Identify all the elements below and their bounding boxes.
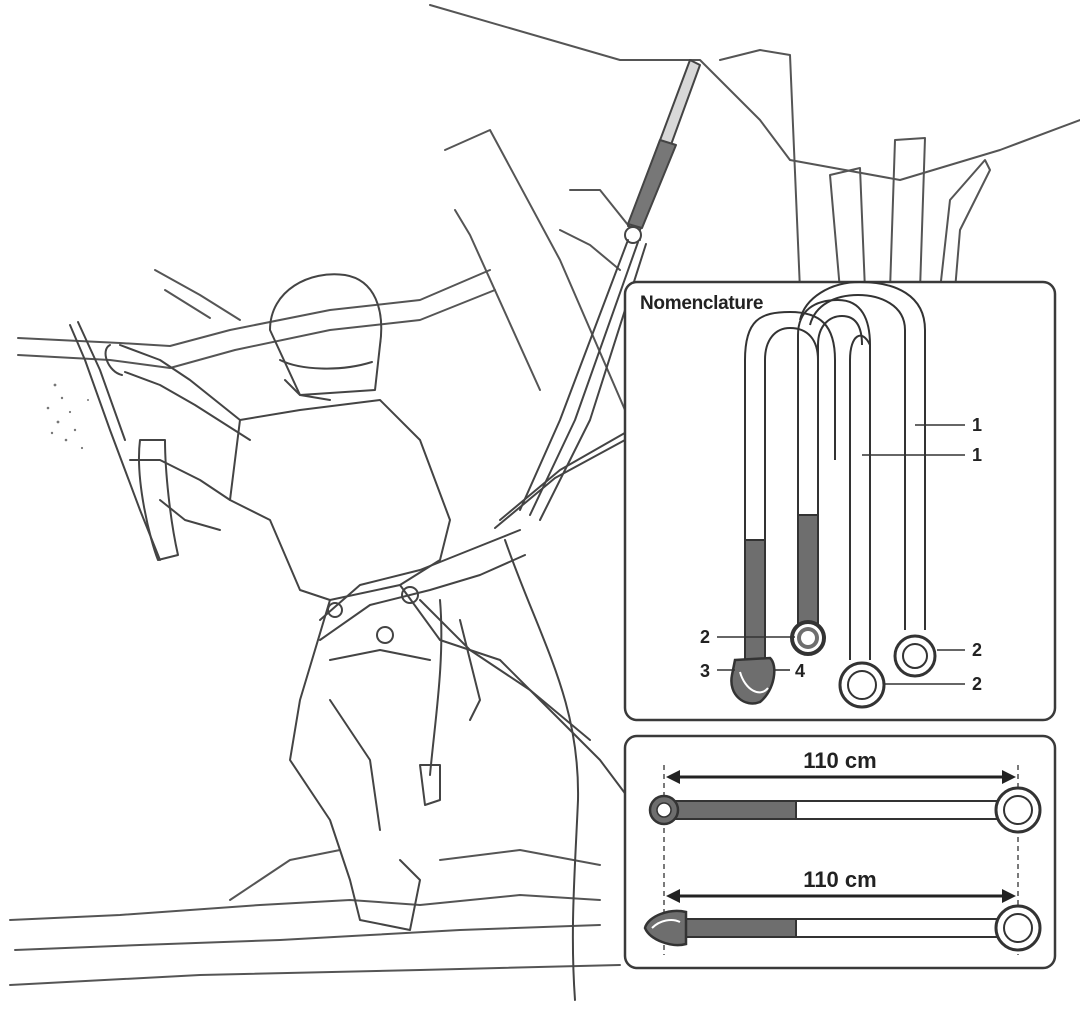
nomenclature-panel: Nomenclature: [623, 280, 1057, 722]
nomenclature-title: Nomenclature: [640, 293, 763, 314]
ring-icon: [1003, 913, 1033, 943]
sling-icon: [797, 298, 871, 626]
ring-icon: [847, 670, 877, 700]
dimension-arrow-top: [666, 770, 1016, 784]
connector-icon: [643, 909, 688, 947]
harness-and-ropes: [319, 59, 701, 1001]
label-connector-eye: 4: [795, 661, 805, 681]
length-panel: 110 cm 110 cm: [623, 734, 1057, 970]
ring-icon: [656, 802, 672, 818]
arborist-figure: [69, 273, 631, 931]
leader-lines: [717, 424, 965, 685]
label-connector-gate: 3: [700, 661, 710, 681]
connector-icon: [730, 656, 776, 705]
label-ring-small-left: 2: [700, 627, 710, 647]
top-length-label: 110 cm: [803, 748, 876, 773]
dimension-arrow-bottom: [666, 889, 1016, 903]
sling-icon: [849, 334, 871, 660]
sling-icon: [681, 918, 1002, 938]
ring-icon: [902, 643, 928, 669]
bottom-length-label: 110 cm: [803, 867, 876, 892]
label-sling-left: 1: [972, 415, 982, 435]
label-sling-right: 1: [972, 445, 982, 465]
ring-icon: [801, 631, 815, 645]
label-ring-small-right: 2: [972, 640, 982, 660]
tree-illustration: [9, 4, 1080, 986]
sawdust-particles: [46, 383, 89, 450]
ring-icon: [1003, 795, 1033, 825]
sling-icon: [667, 800, 1002, 820]
label-ring-large-right: 2: [972, 674, 982, 694]
length-panel-border: [623, 734, 1057, 970]
sling-icon: [799, 280, 926, 630]
nomenclature-panel-border: [623, 280, 1057, 722]
